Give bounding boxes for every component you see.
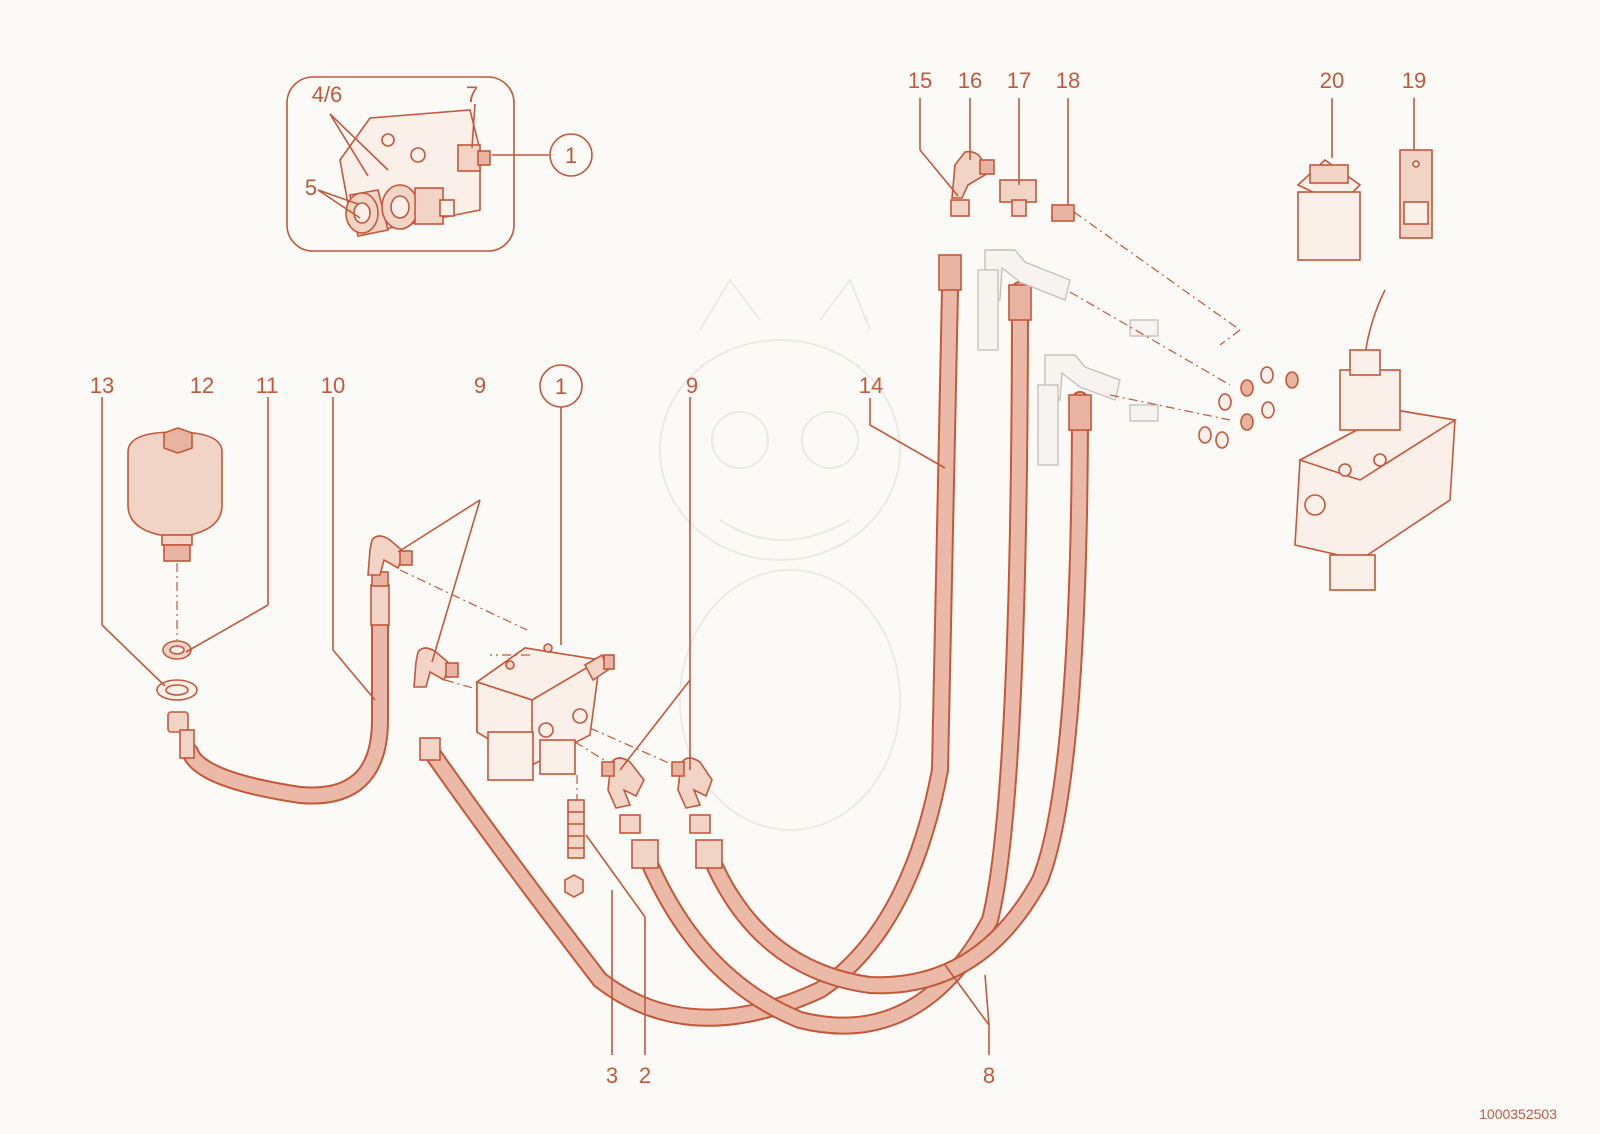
switch-label-19 xyxy=(1399,149,1433,239)
ghost-pipes xyxy=(977,249,1299,466)
stud-and-nut xyxy=(564,799,585,898)
elbow-fitting-9-lower xyxy=(413,647,459,688)
fittings-15-18 xyxy=(950,150,1241,346)
hose-8-c xyxy=(695,391,1092,995)
control-valve-assembly xyxy=(1294,289,1458,591)
inset-callout-circle xyxy=(549,133,593,177)
label-15: 15 xyxy=(908,68,932,93)
drawing-number: 1000352503 xyxy=(1479,1106,1557,1122)
elbow-fitting-9-upper xyxy=(367,535,413,576)
watermark-mascot xyxy=(659,277,901,831)
inset-valve-detail xyxy=(286,76,549,252)
label-16: 16 xyxy=(958,68,982,93)
label-8: 8 xyxy=(983,1063,995,1088)
label-20: 20 xyxy=(1320,68,1344,93)
label-4-6: 4/6 xyxy=(312,82,343,107)
label-14: 14 xyxy=(859,373,883,398)
valve-block xyxy=(475,643,615,781)
rocker-switch-20 xyxy=(1296,158,1362,261)
hose-8-a xyxy=(419,254,962,1027)
label-11: 11 xyxy=(256,373,279,398)
elbow-fitting-9-right-b xyxy=(671,757,713,809)
leader-lines xyxy=(101,98,1415,1055)
accumulator-group xyxy=(127,427,223,733)
label-9-right: 9 xyxy=(686,373,698,398)
hose-10 xyxy=(179,571,390,805)
label-13: 13 xyxy=(90,373,114,398)
label-17: 17 xyxy=(1007,68,1031,93)
label-10: 10 xyxy=(321,373,345,398)
label-12: 12 xyxy=(190,373,214,398)
callout-1-inset: 1 xyxy=(565,143,577,168)
label-2: 2 xyxy=(639,1063,651,1088)
callout-1-main: 1 xyxy=(555,374,567,399)
label-9-left: 9 xyxy=(474,373,486,398)
label-18: 18 xyxy=(1056,68,1080,93)
label-19: 19 xyxy=(1402,68,1426,93)
label-5: 5 xyxy=(305,175,317,200)
label-3: 3 xyxy=(606,1063,618,1088)
label-7: 7 xyxy=(466,82,478,107)
main-callout-circle xyxy=(539,364,583,408)
